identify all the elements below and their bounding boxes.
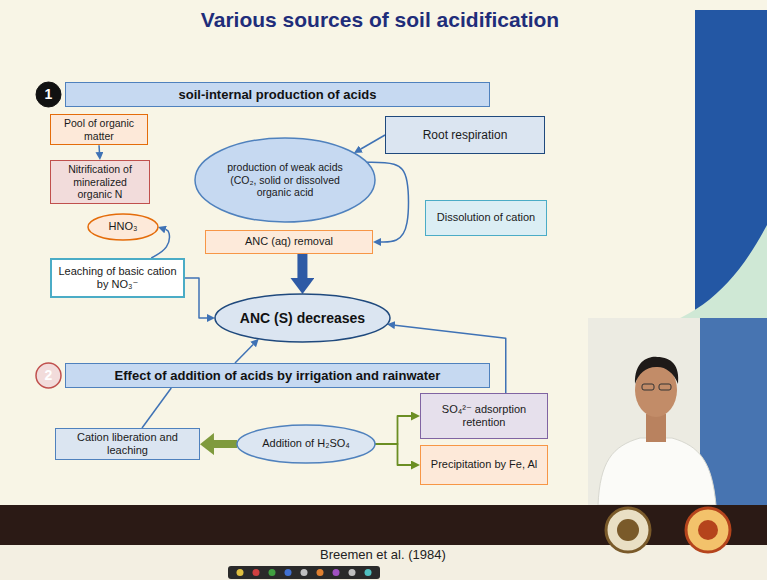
- presenter-shirt: [598, 438, 716, 505]
- connector-arrow: [185, 278, 207, 318]
- node-outline: [88, 214, 158, 240]
- connector-arrow: [297, 254, 307, 278]
- process-box: ANC (aq) removal: [205, 230, 373, 254]
- node-outline: [36, 363, 61, 388]
- presenter-hair: [635, 357, 678, 384]
- node-outline: [36, 82, 61, 107]
- bottom-strip: [0, 545, 767, 580]
- node-text: Pool of organic matter: [55, 117, 143, 142]
- node-text: 2: [45, 367, 53, 384]
- nptel-logo: [698, 520, 718, 540]
- toolbar-icon: [317, 569, 324, 576]
- institute-logo: [606, 508, 650, 552]
- node-text: 1: [45, 86, 53, 103]
- node-text: Nitrification of mineralized organic N: [55, 163, 145, 201]
- connector-arrow: [361, 135, 385, 149]
- callout-number: 1: [36, 82, 61, 107]
- process-ellipse: production of weak acids (CO₂, solid or …: [195, 138, 375, 222]
- node-outline: [237, 425, 375, 463]
- connector-arrow: [142, 388, 171, 428]
- process-box: Precipitation by Fe, Al: [420, 445, 548, 485]
- node-text: Leaching of basic cation by NO₃⁻: [57, 265, 178, 291]
- node-text: ANC (aq) removal: [245, 235, 333, 248]
- toolbar: [228, 566, 380, 579]
- connector-arrow: [214, 440, 237, 448]
- section-band: soil-internal production of acids: [65, 82, 490, 107]
- slide-title: Various sources of soil acidification: [80, 8, 680, 32]
- citation: Breemen et al. (1984): [320, 547, 500, 562]
- toolbar-icon: [237, 569, 244, 576]
- presenter-glasses: [659, 384, 671, 390]
- process-box: Root respiration: [385, 116, 545, 154]
- toolbar-icon: [349, 569, 356, 576]
- toolbar-icon: [269, 569, 276, 576]
- node-outline: [195, 138, 375, 222]
- side-swoosh: [640, 225, 767, 332]
- toolbar-icon: [333, 569, 340, 576]
- presenter-glasses: [642, 384, 654, 390]
- process-box: Leaching of basic cation by NO₃⁻: [50, 258, 185, 298]
- process-box: SO₄²⁻ adsorption retention: [420, 393, 548, 439]
- node-text: Dissolution of cation: [437, 211, 535, 224]
- process-ellipse: Addition of H₂SO₄: [237, 425, 375, 463]
- connector-arrow: [375, 444, 411, 465]
- toolbar-icon: [285, 569, 292, 576]
- node-text: Precipitation by Fe, Al: [431, 458, 537, 471]
- connector-arrow: [375, 416, 411, 444]
- node-outline: [215, 294, 390, 342]
- node-text: ANC (S) decreases: [240, 310, 365, 327]
- process-box: Pool of organic matter: [50, 114, 148, 145]
- toolbar-icon: [365, 569, 372, 576]
- node-text: SO₄²⁻ adsorption retention: [426, 403, 542, 429]
- section-band: Effect of addition of acids by irrigatio…: [65, 363, 490, 388]
- node-text: Addition of H₂SO₄: [262, 437, 350, 450]
- toolbar-icon: [301, 569, 308, 576]
- node-text: Cation liberation and leaching: [61, 431, 194, 457]
- callout-number: 2: [36, 363, 61, 388]
- process-box: Cation liberation and leaching: [55, 428, 200, 460]
- connector-arrow: [235, 344, 253, 363]
- nptel-logo: [686, 508, 730, 552]
- connector-arrow: [98, 145, 100, 152]
- process-box: Nitrification of mineralized organic N: [50, 160, 150, 204]
- node-text: production of weak acids (CO₂, solid or …: [223, 161, 347, 199]
- outcome-ellipse: ANC (S) decreases: [215, 294, 390, 342]
- chemical-ellipse: HNO₃: [88, 214, 158, 240]
- process-box: Dissolution of cation: [425, 200, 547, 236]
- institute-logo: [617, 519, 639, 541]
- node-text: soil-internal production of acids: [179, 87, 377, 103]
- node-text: HNO₃: [109, 220, 138, 233]
- node-text: Effect of addition of acids by irrigatio…: [115, 368, 441, 384]
- video-panel: [588, 318, 767, 505]
- node-text: Root respiration: [423, 128, 508, 142]
- toolbar-icon: [253, 569, 260, 576]
- presenter-neck: [646, 414, 666, 442]
- bottom-bar: [0, 505, 767, 545]
